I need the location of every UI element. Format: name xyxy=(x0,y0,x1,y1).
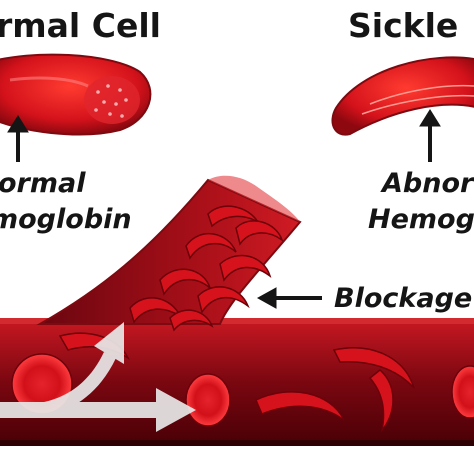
normal-hemoglobin-label-line1: ormal xyxy=(0,168,86,199)
blockage-label: Blockage xyxy=(334,283,473,314)
abnormal-hemoglobin-label-line2: Hemog xyxy=(368,204,474,235)
flow-arrows xyxy=(0,322,196,432)
sickle-cell-heading: Sickle xyxy=(348,6,459,45)
normal-cell-heading: rmal Cell xyxy=(0,6,161,45)
normal-hemoglobin-label-line2: moglobin xyxy=(0,204,132,235)
abnormal-hemoglobin-label-line1: Abnor xyxy=(382,168,474,199)
pointer-arrows xyxy=(7,109,441,309)
sickle-cell-cluster xyxy=(129,205,284,332)
normal-cell-illustration xyxy=(0,53,152,136)
sickle-cell-illustration xyxy=(331,56,474,136)
vessel-cells xyxy=(11,332,474,433)
